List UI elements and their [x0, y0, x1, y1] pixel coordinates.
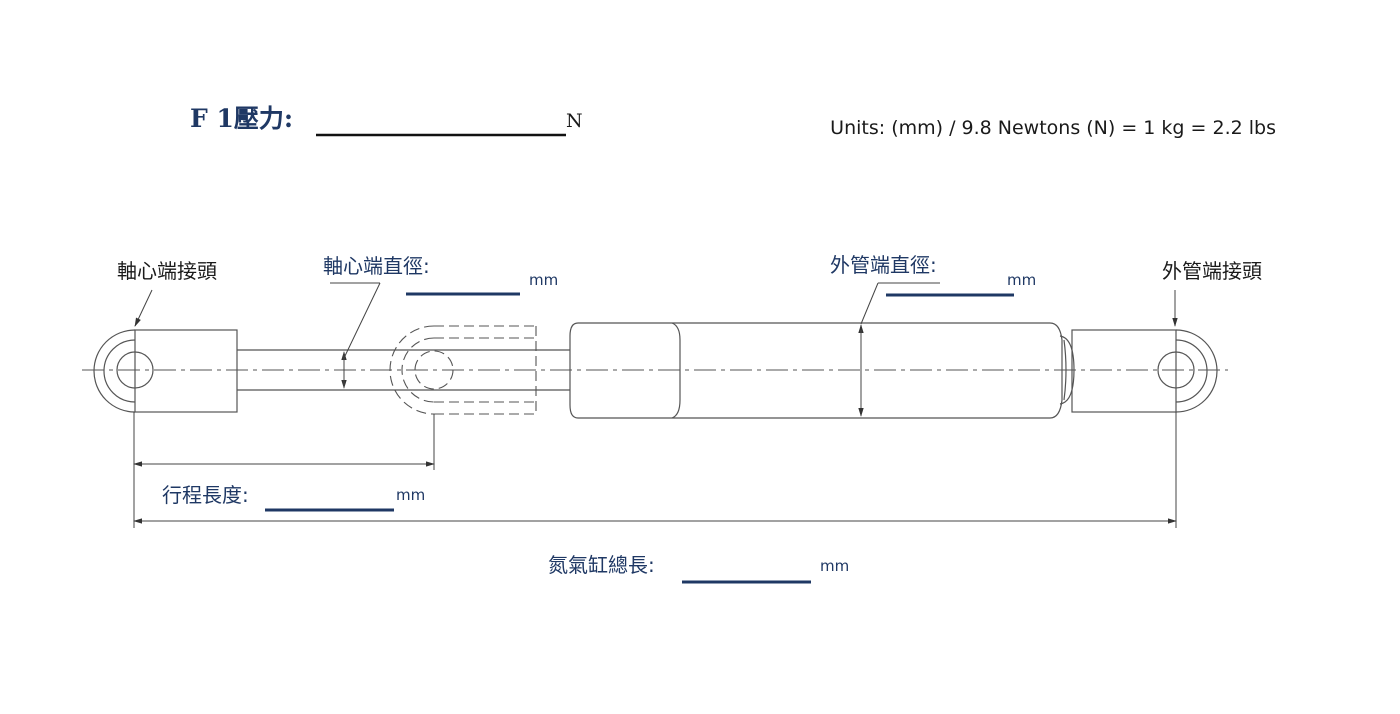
- tube-end-eye: [1071, 329, 1218, 413]
- tube-diameter-unit: mm: [1007, 271, 1036, 289]
- tube-end-fitting-label: 外管端接頭: [1162, 259, 1262, 283]
- piston-rod: [237, 349, 570, 391]
- rod-end-eye: [93, 329, 238, 413]
- force-label: F 1壓力:: [190, 104, 293, 133]
- rod-end-extended-dashed: [389, 325, 537, 415]
- rod-diameter-unit: mm: [529, 271, 558, 289]
- stroke-length-label: 行程長度:: [162, 483, 249, 507]
- outer-tube: [569, 322, 1075, 419]
- units-note: Units: (mm) / 9.8 Newtons (N) = 1 kg = 2…: [830, 117, 1276, 139]
- rod-end-fitting-label: 軸心端接頭: [117, 259, 217, 283]
- total-length-label: 氮氣缸總長:: [548, 553, 655, 577]
- total-length-unit: mm: [820, 557, 849, 575]
- rod-diameter-label: 軸心端直徑:: [323, 254, 430, 278]
- force-unit: N: [566, 110, 583, 132]
- tube-diameter-label: 外管端直徑:: [830, 253, 937, 277]
- stroke-length-unit: mm: [396, 486, 425, 504]
